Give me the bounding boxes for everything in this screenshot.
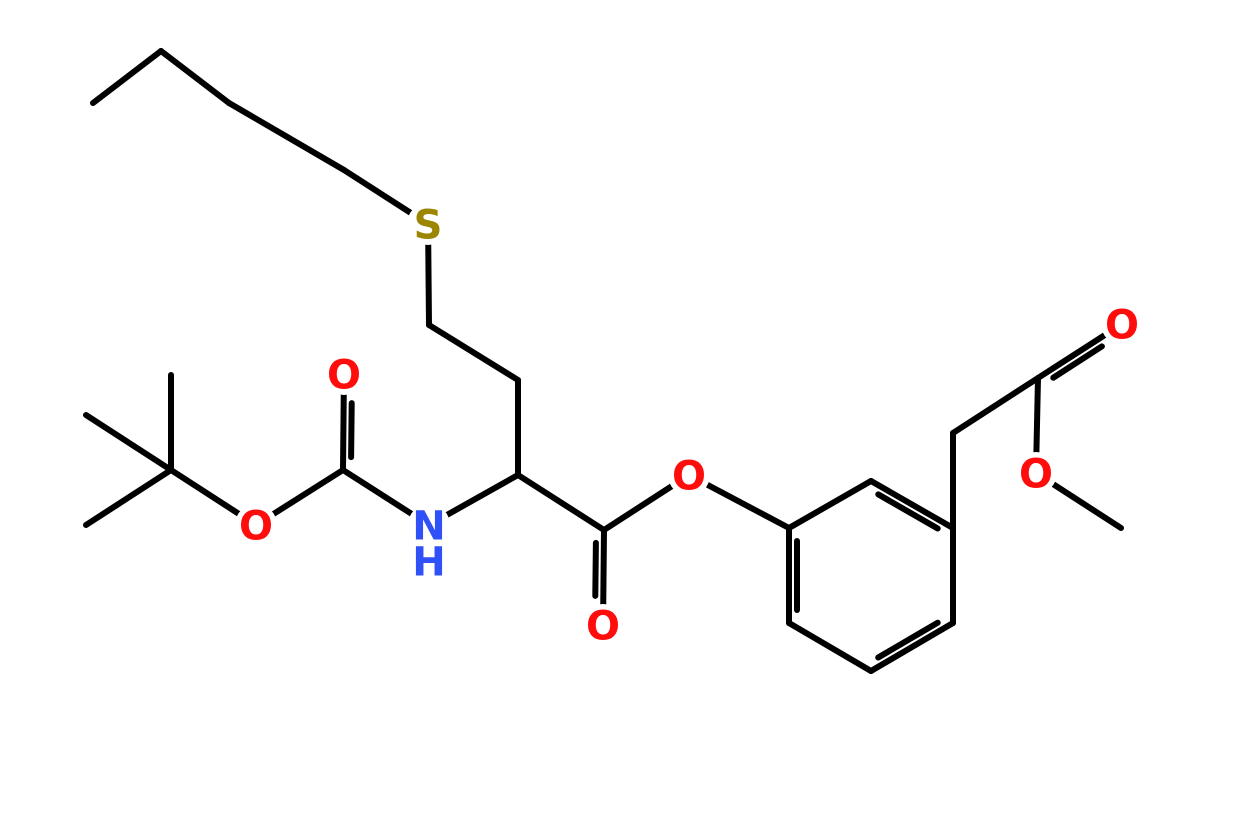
bond <box>601 480 679 533</box>
atom-label-halo <box>408 504 450 546</box>
bond <box>168 467 246 520</box>
bond <box>600 527 607 612</box>
bond <box>1046 478 1124 531</box>
atom-label-H: H <box>412 539 445 585</box>
bond <box>868 478 956 531</box>
bond <box>340 387 347 473</box>
bond <box>266 467 346 520</box>
atom-label-O: O <box>672 453 706 499</box>
double-bond-line <box>592 539 599 599</box>
bond <box>786 478 874 531</box>
atom-label-halo <box>668 454 710 496</box>
bond <box>786 620 874 674</box>
bond <box>226 100 347 173</box>
atom-label-O: O <box>1019 451 1053 497</box>
atom-label-halo <box>582 604 624 646</box>
bond <box>340 467 419 520</box>
double-bond-line <box>1050 343 1105 381</box>
atom-label-halo <box>407 203 449 245</box>
bond <box>700 479 792 531</box>
double-bond-line <box>875 619 941 661</box>
bond <box>515 472 607 533</box>
bond <box>90 48 164 106</box>
double-bond-line <box>348 400 355 461</box>
atom-label-halo <box>323 353 365 395</box>
bond <box>83 412 174 473</box>
bond <box>426 322 521 383</box>
bond <box>439 472 521 521</box>
atom-label-halo <box>1015 452 1057 494</box>
bond <box>158 48 232 106</box>
bond <box>1033 375 1041 460</box>
bond <box>83 467 174 528</box>
atom-label-S: S <box>414 202 443 248</box>
double-bond-line <box>875 491 941 532</box>
bond <box>341 167 418 219</box>
atom-label-halo <box>1101 303 1143 345</box>
bond <box>868 620 956 674</box>
atom-label-O: O <box>586 603 620 649</box>
bond <box>1035 329 1112 381</box>
atom-label-O: O <box>327 352 361 398</box>
bond <box>950 375 1041 436</box>
atom-label-halo <box>408 540 450 582</box>
atom-label-O: O <box>239 503 273 549</box>
atom-label-halo <box>235 504 277 546</box>
bond <box>425 237 432 328</box>
atom-label-O: O <box>1105 302 1139 348</box>
